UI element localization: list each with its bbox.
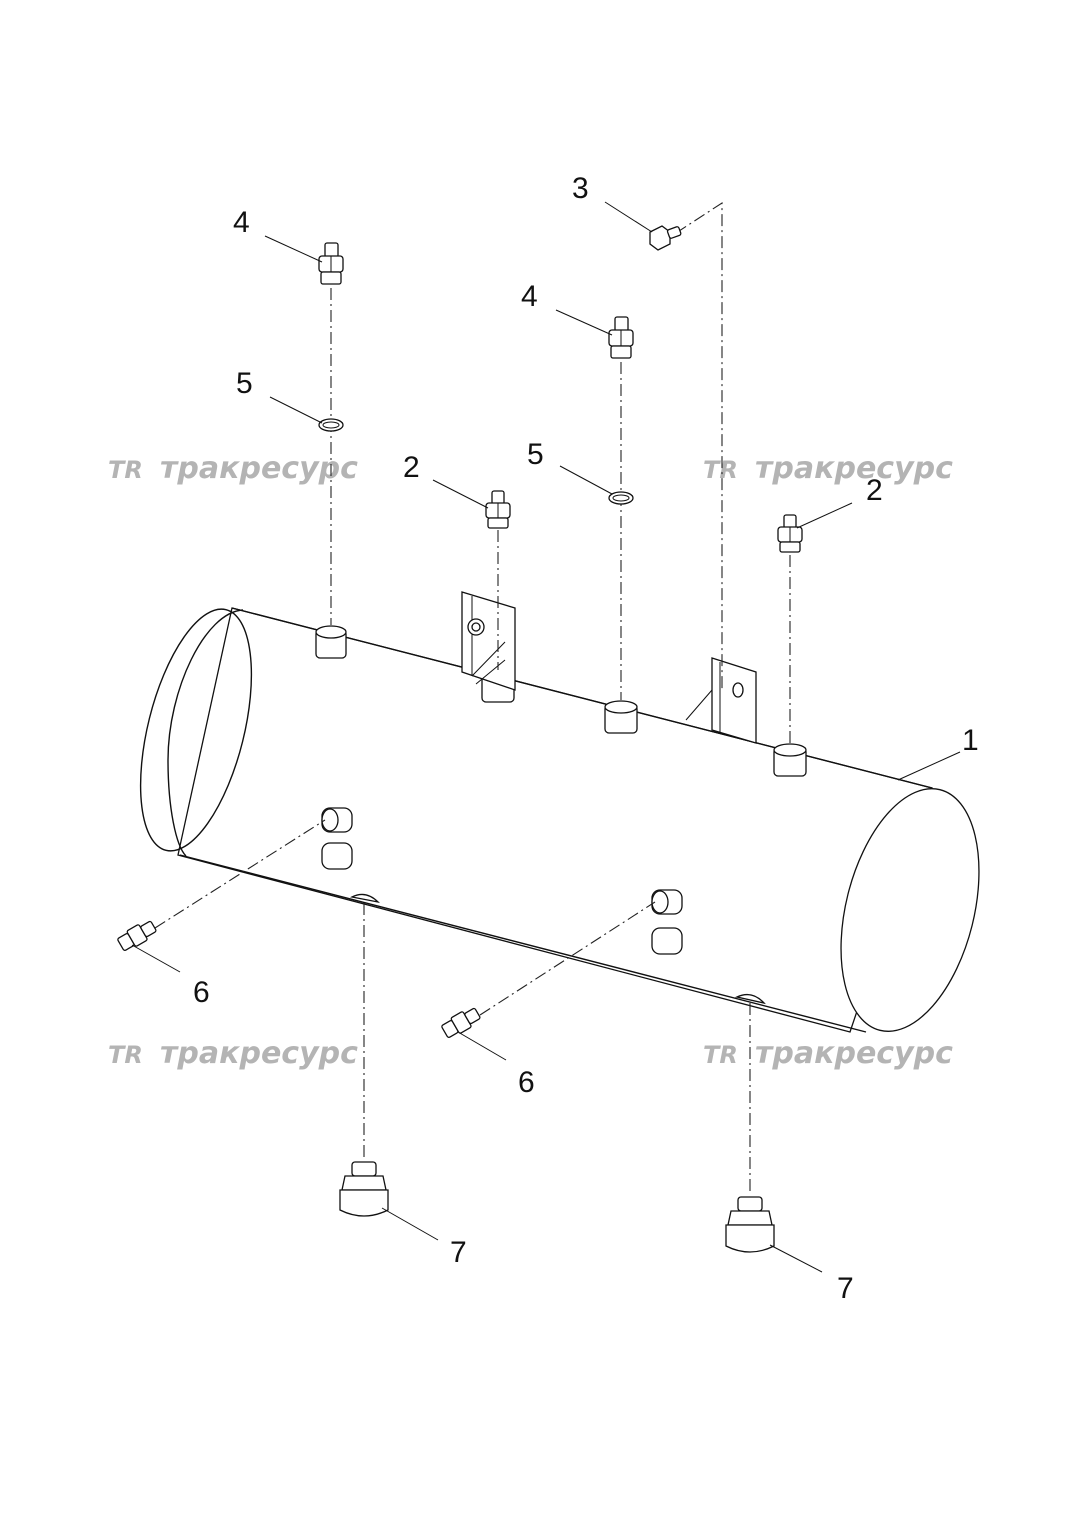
watermark-logo: TR [108, 456, 143, 484]
o-ring-5-center-inner [612, 494, 630, 502]
mounting-bracket-left [461, 591, 516, 691]
bolt-3 [649, 225, 682, 251]
watermark-top-right: TR тракресурс [703, 451, 953, 486]
watermark-logo: TR [703, 456, 738, 484]
callout-6-center: 6 [518, 1066, 535, 1099]
watermark-bottom-left: TR тракресурс [108, 1036, 358, 1071]
air-tank [139, 607, 980, 1033]
callout-6-left: 6 [193, 976, 210, 1009]
o-ring-5-center [608, 491, 634, 505]
o-ring-5-left-inner [322, 421, 340, 429]
watermark-logo: TR [108, 1041, 143, 1069]
callout-5-center: 5 [527, 438, 544, 471]
callout-2-right: 2 [866, 474, 883, 507]
callout-3: 3 [572, 172, 589, 205]
watermark-text: тракресурс [160, 451, 358, 486]
fitting-2-center [485, 490, 511, 529]
assembly-lines [154, 201, 791, 1195]
fitting-4-left [318, 242, 344, 285]
watermark-bottom-right: TR тракресурс [703, 1036, 953, 1071]
sensor-6-left [117, 920, 157, 951]
callout-2-center: 2 [403, 451, 420, 484]
mounting-bracket-right [685, 657, 757, 744]
watermark-text: тракресурс [160, 1036, 358, 1071]
fitting-2-right [777, 514, 803, 553]
o-ring-5-left [318, 418, 344, 432]
drain-valve-7-right [725, 1196, 775, 1253]
watermark-logo: TR [703, 1041, 738, 1069]
watermark-top-left: TR тракресурс [108, 451, 358, 486]
watermark-text: тракресурс [755, 451, 953, 486]
callouts: 4 5 4 5 2 2 3 1 6 6 7 7 [193, 172, 979, 1305]
drain-valve-7-left [339, 1161, 389, 1217]
fitting-4-center [608, 316, 634, 359]
callout-7-left: 7 [450, 1236, 467, 1269]
callout-4-center: 4 [521, 280, 538, 313]
leader-lines [131, 201, 961, 1273]
sensor-6-center [441, 1007, 481, 1038]
watermark-text: тракресурс [755, 1036, 953, 1071]
callout-1: 1 [962, 724, 979, 757]
callout-7-right: 7 [837, 1272, 854, 1305]
callout-4-left: 4 [233, 206, 250, 239]
tank-bosses [315, 625, 807, 1005]
callout-5-left: 5 [236, 367, 253, 400]
